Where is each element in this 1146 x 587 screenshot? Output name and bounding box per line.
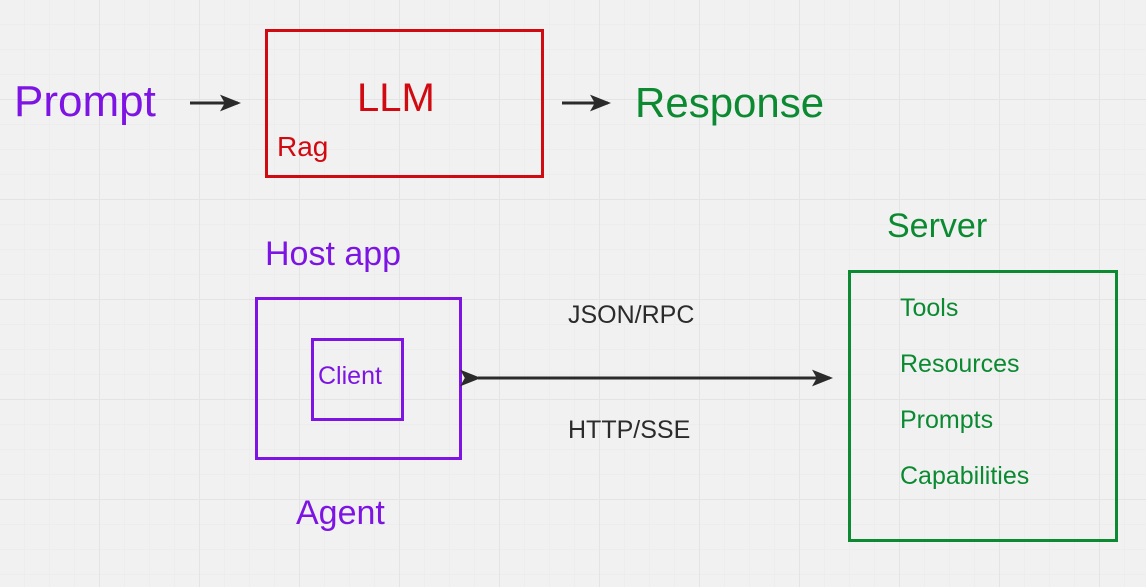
llm-label: LLM — [357, 76, 435, 120]
server-item-capabilities: Capabilities — [900, 462, 1030, 490]
rag-label: Rag — [277, 131, 329, 162]
llm-box — [265, 29, 544, 178]
http-sse-label: HTTP/SSE — [568, 416, 691, 444]
arrow-prompt-to-llm — [190, 94, 241, 112]
server-box — [848, 270, 1118, 542]
arrow-llm-to-response — [562, 94, 611, 112]
server-item-resources: Resources — [900, 350, 1020, 378]
response-label: Response — [635, 79, 825, 126]
client-label: Client — [318, 362, 382, 390]
host-app-label: Host app — [265, 235, 402, 273]
client-box — [311, 338, 404, 421]
server-item-prompts: Prompts — [900, 406, 994, 434]
arrow-client-to-server — [460, 369, 833, 387]
prompt-label: Prompt — [14, 77, 156, 126]
server-title-label: Server — [887, 207, 988, 245]
json-rpc-label: JSON/RPC — [568, 301, 695, 329]
server-item-tools: Tools — [900, 294, 959, 322]
agent-label: Agent — [296, 494, 385, 532]
